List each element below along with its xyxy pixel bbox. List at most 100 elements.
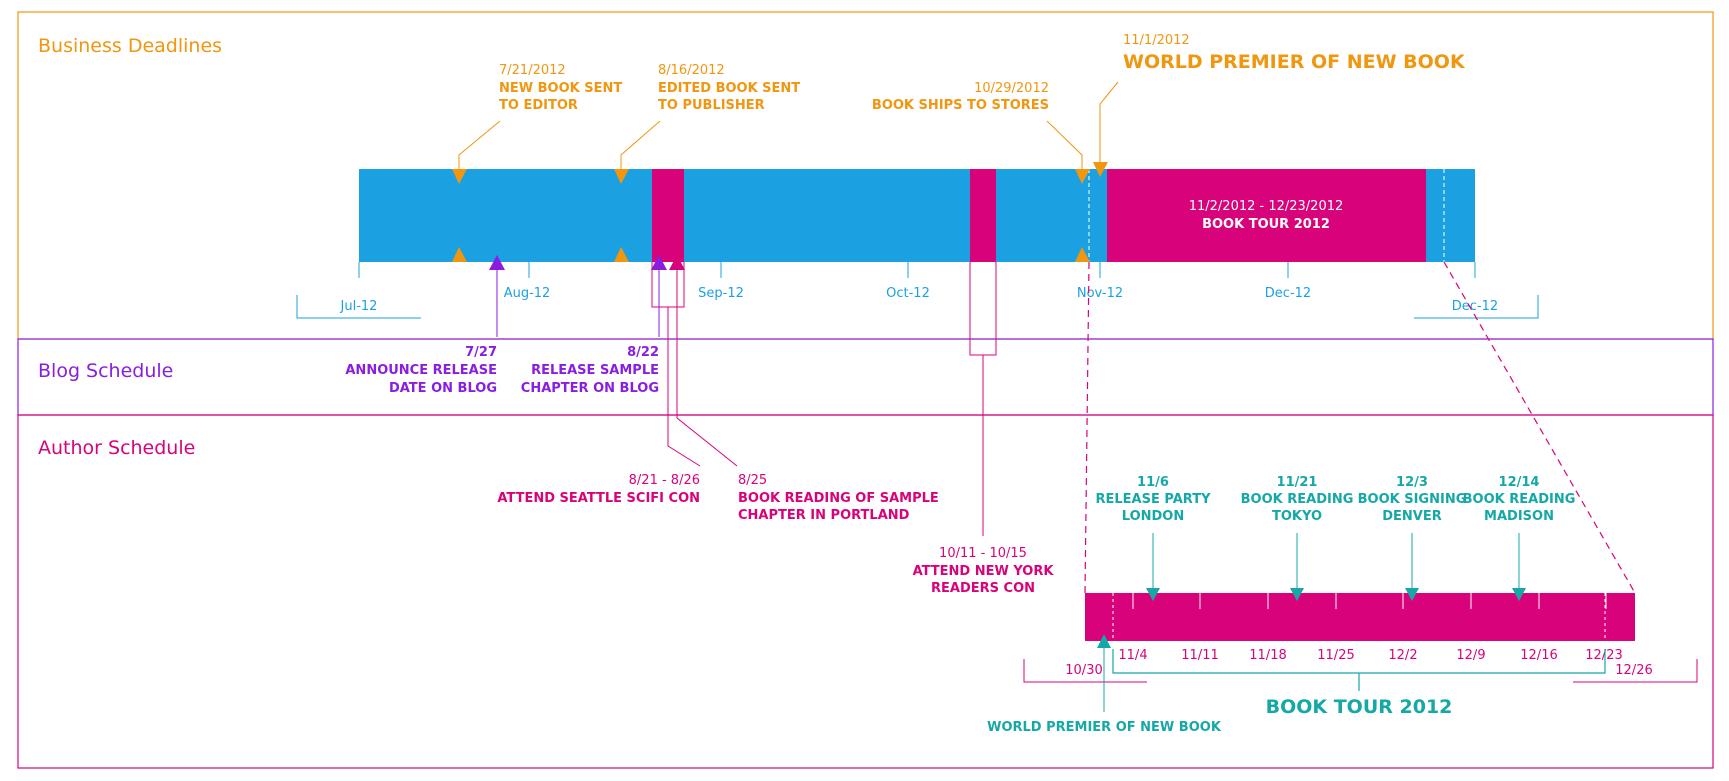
- milestone-leader: [620, 120, 661, 169]
- author-label: BOOK READING OF SAMPLE: [738, 491, 939, 506]
- tour-event-date: 12/14: [1499, 475, 1540, 490]
- tour-end-label: 12/26: [1615, 663, 1652, 678]
- tour-event-label: DENVER: [1382, 509, 1442, 524]
- lane-title-business: Business Deadlines: [38, 35, 222, 57]
- tour-start-label: 10/30: [1065, 663, 1102, 678]
- blog-date: 7/27: [465, 345, 497, 360]
- main-timeline: 11/2/2012 - 12/23/2012 BOOK TOUR 2012 Ju…: [296, 169, 1539, 319]
- book-tour-bracket-label: BOOK TOUR 2012: [1266, 696, 1453, 718]
- milestone-marker: [614, 247, 629, 262]
- tour-event-label: BOOK READING: [1241, 492, 1354, 507]
- milestone-marker: [1093, 162, 1108, 177]
- zoom-connector-right: [1443, 261, 1636, 594]
- author-label: CHAPTER IN PORTLAND: [738, 508, 910, 523]
- author-date: 8/21 - 8/26: [629, 473, 700, 488]
- book-tour-title: BOOK TOUR 2012: [1202, 217, 1330, 232]
- lane-blog-box: [17, 338, 1714, 416]
- milestone-label: TO PUBLISHER: [658, 98, 765, 113]
- milestone-leader: [1046, 120, 1083, 169]
- author-date: 10/11 - 10/15: [939, 546, 1027, 561]
- author-marker: [669, 255, 685, 270]
- seattle-con-leader: [667, 307, 701, 467]
- tour-axis-label: 12/23: [1585, 648, 1622, 663]
- tour-axis-label: 11/18: [1249, 648, 1286, 663]
- milestone-leader: [1099, 81, 1119, 162]
- zoom-connector-left: [1084, 261, 1090, 594]
- new-york-con-bracket: [969, 262, 997, 356]
- axis-label: Oct-12: [886, 286, 930, 301]
- tour-timeline-bar: [1085, 593, 1635, 641]
- blog-label: RELEASE SAMPLE: [531, 363, 659, 378]
- author-events: 8/21 - 8/26 ATTEND SEATTLE SCIFI CON 8/2…: [497, 255, 1054, 596]
- tour-event-marker: [1290, 588, 1304, 601]
- milestone-leader: [458, 120, 501, 169]
- blog-label: CHAPTER ON BLOG: [521, 381, 659, 396]
- lane-title-author: Author Schedule: [38, 437, 195, 459]
- axis-label: Aug-12: [504, 286, 551, 301]
- milestone-label: WORLD PREMIER OF NEW BOOK: [1123, 51, 1466, 73]
- tour-event-date: 11/21: [1277, 475, 1318, 490]
- tour-axis-label: 12/16: [1520, 648, 1557, 663]
- tour-axis-label: 12/9: [1456, 648, 1485, 663]
- tour-timeline: 11/4 11/11 11/18 11/25 12/2 12/9 12/16 1…: [987, 475, 1698, 735]
- tour-event-label: BOOK SIGNING: [1358, 492, 1467, 507]
- blog-label: ANNOUNCE RELEASE: [345, 363, 497, 378]
- tour-event-label: TOKYO: [1272, 509, 1322, 524]
- blog-milestones: 7/27 ANNOUNCE RELEASE DATE ON BLOG 8/22 …: [345, 255, 667, 396]
- author-date: 8/25: [738, 473, 767, 488]
- tour-axis-label: 12/2: [1388, 648, 1417, 663]
- tour-bracket-start: [1023, 659, 1147, 683]
- book-tour-range: 11/2/2012 - 12/23/2012: [1189, 199, 1344, 214]
- axis-label: Jul-12: [340, 299, 378, 314]
- axis-label: Sep-12: [698, 286, 744, 301]
- milestone-date: 8/16/2012: [658, 63, 725, 78]
- milestone-label: TO EDITOR: [499, 98, 578, 113]
- tour-event-label: MADISON: [1484, 509, 1554, 524]
- premier-marker: [1097, 634, 1111, 648]
- tour-event-marker: [1405, 588, 1419, 601]
- milestone-marker: [452, 169, 467, 184]
- milestone-marker: [452, 247, 467, 262]
- tour-event-marker: [1146, 588, 1160, 601]
- tour-event-date: 11/6: [1137, 475, 1169, 490]
- blog-label: DATE ON BLOG: [389, 381, 497, 396]
- milestone-date: 11/1/2012: [1123, 33, 1190, 48]
- milestone-label: BOOK SHIPS TO STORES: [872, 98, 1049, 113]
- seattle-con-band: [652, 169, 684, 262]
- blog-date: 8/22: [627, 345, 659, 360]
- axis-bracket-start: [296, 295, 421, 319]
- premier-label: WORLD PREMIER OF NEW BOOK: [987, 720, 1222, 735]
- tour-event-date: 12/3: [1396, 475, 1428, 490]
- tour-event-label: BOOK READING: [1463, 492, 1576, 507]
- axis-bracket-end: [1414, 295, 1539, 319]
- tour-axis-label: 11/25: [1317, 648, 1354, 663]
- business-milestones: 7/21/2012 NEW BOOK SENT TO EDITOR 8/16/2…: [452, 33, 1466, 262]
- tour-axis-label: 11/4: [1118, 648, 1147, 663]
- tour-event-label: LONDON: [1122, 509, 1184, 524]
- milestone-date: 7/21/2012: [499, 63, 566, 78]
- new-york-con-band: [970, 169, 996, 262]
- axis-label: Dec-12: [1265, 286, 1311, 301]
- tour-axis-label: 11/11: [1181, 648, 1218, 663]
- axis-label: Dec-12: [1452, 299, 1498, 314]
- milestone-marker: [1075, 247, 1090, 262]
- milestone-marker: [1075, 169, 1090, 184]
- milestone-marker: [614, 169, 629, 184]
- lane-title-blog: Blog Schedule: [38, 360, 173, 382]
- milestone-label: EDITED BOOK SENT: [658, 81, 800, 96]
- book-tour-band: [1107, 169, 1426, 262]
- tour-event-marker: [1512, 588, 1526, 601]
- tour-event-label: RELEASE PARTY: [1096, 492, 1212, 507]
- blog-marker: [651, 255, 667, 270]
- author-label: READERS CON: [931, 581, 1035, 596]
- blog-marker: [489, 255, 505, 270]
- portland-reading-leader: [676, 270, 738, 467]
- milestone-label: NEW BOOK SENT: [499, 81, 622, 96]
- tour-bracket-end: [1573, 659, 1698, 683]
- axis-label: Nov-12: [1077, 286, 1123, 301]
- lane-author-box: [17, 414, 1714, 769]
- milestone-date: 10/29/2012: [974, 81, 1049, 96]
- author-label: ATTEND SEATTLE SCIFI CON: [497, 491, 700, 506]
